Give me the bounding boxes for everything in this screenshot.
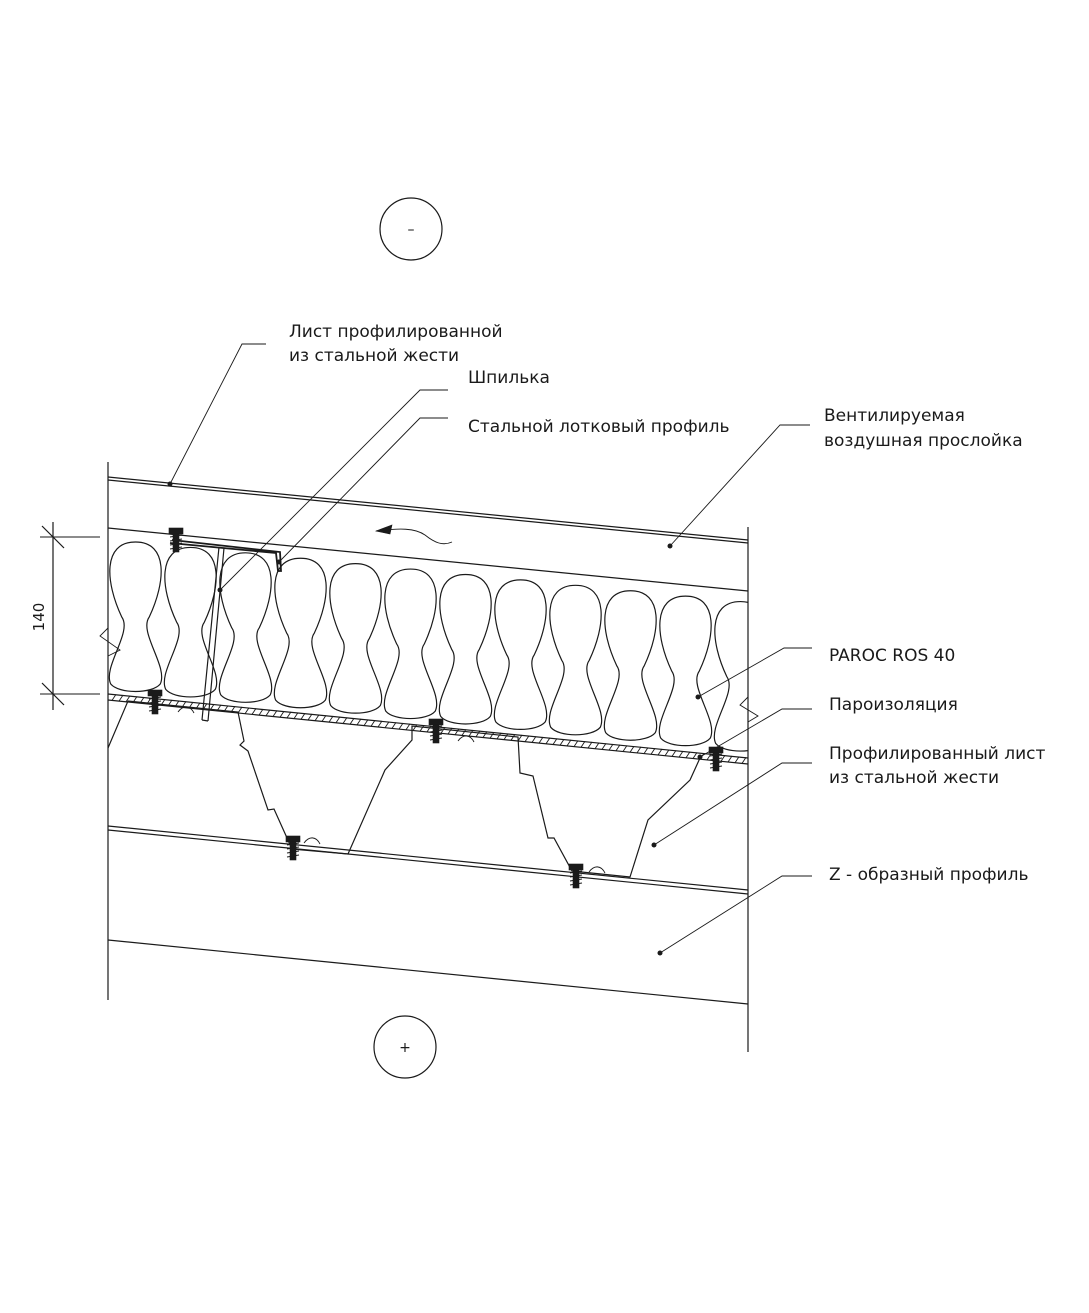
label-pin: Шпилька bbox=[468, 368, 550, 388]
label-vapour-barrier: Пароизоляция bbox=[829, 695, 958, 715]
insulation-blob bbox=[383, 568, 438, 720]
warm-side-sign: + bbox=[399, 1040, 411, 1056]
label-sheet-line1: Лист профилированной bbox=[289, 322, 503, 342]
label-ventilated-line1: Вентилируемая bbox=[824, 406, 965, 426]
leader-pin bbox=[219, 389, 448, 591]
air-flow-arrow bbox=[374, 524, 453, 545]
insulation-blob bbox=[438, 573, 493, 725]
sheet-lumps bbox=[177, 706, 606, 874]
label-tray-profile: Стальной лотковый профиль bbox=[468, 417, 730, 437]
screw bbox=[568, 863, 584, 889]
screws bbox=[147, 527, 724, 889]
insulation-blob bbox=[713, 600, 748, 752]
leader-ventilated bbox=[669, 424, 810, 547]
labels: Лист профилированной из стальной жести Ш… bbox=[289, 322, 1045, 885]
insulation-blob bbox=[548, 584, 603, 736]
top-profiled-sheet bbox=[107, 476, 749, 544]
label-ventilated-line2: воздушная прослойка bbox=[824, 431, 1023, 451]
label-insulation: PAROC ROS 40 bbox=[829, 646, 955, 666]
right-break-line bbox=[739, 696, 759, 723]
leader-sheet bbox=[169, 343, 266, 485]
leader-vapour bbox=[699, 708, 812, 758]
dimension-140: 140 bbox=[30, 522, 100, 710]
left-break-line bbox=[99, 627, 121, 657]
tray-profile-top-line bbox=[107, 527, 749, 592]
warm-side-marker: + bbox=[373, 1015, 437, 1079]
leader-lines bbox=[167, 343, 812, 956]
leader-z bbox=[659, 875, 812, 954]
insulation-blob bbox=[218, 552, 273, 703]
vapour-barrier-band bbox=[107, 693, 749, 765]
screw bbox=[147, 689, 163, 715]
screw bbox=[285, 835, 301, 861]
leader-insulation bbox=[697, 647, 812, 698]
cold-side-circle bbox=[379, 197, 443, 261]
screw bbox=[708, 746, 724, 772]
insulation-blob bbox=[493, 579, 548, 730]
lower-profiled-sheet bbox=[107, 700, 701, 878]
insulation-blob bbox=[273, 557, 328, 709]
cold-side-sign: – bbox=[408, 222, 415, 238]
dimension-value: 140 bbox=[30, 603, 48, 632]
label-z-profile: Z - образный профиль bbox=[829, 865, 1028, 885]
screw bbox=[168, 527, 184, 553]
insulation-layer bbox=[108, 541, 748, 752]
label-profiled-line2: из стальной жести bbox=[829, 768, 999, 788]
leader-tray bbox=[278, 417, 448, 563]
label-sheet-line2: из стальной жести bbox=[289, 346, 459, 366]
cold-side-marker: – bbox=[379, 197, 443, 261]
insulation-blob bbox=[163, 546, 218, 698]
screw bbox=[428, 718, 444, 744]
insulation-blob bbox=[603, 590, 658, 741]
tray-profile-hook bbox=[169, 539, 282, 572]
insulation-blob bbox=[328, 563, 383, 714]
z-profile bbox=[107, 825, 749, 1005]
insulation-blob bbox=[658, 595, 713, 747]
leader-profiled bbox=[653, 762, 812, 846]
insulation-blob bbox=[108, 541, 163, 693]
steel-pin bbox=[201, 546, 225, 722]
label-profiled-line1: Профилированный лист bbox=[829, 744, 1045, 764]
warm-side-circle bbox=[373, 1015, 437, 1079]
